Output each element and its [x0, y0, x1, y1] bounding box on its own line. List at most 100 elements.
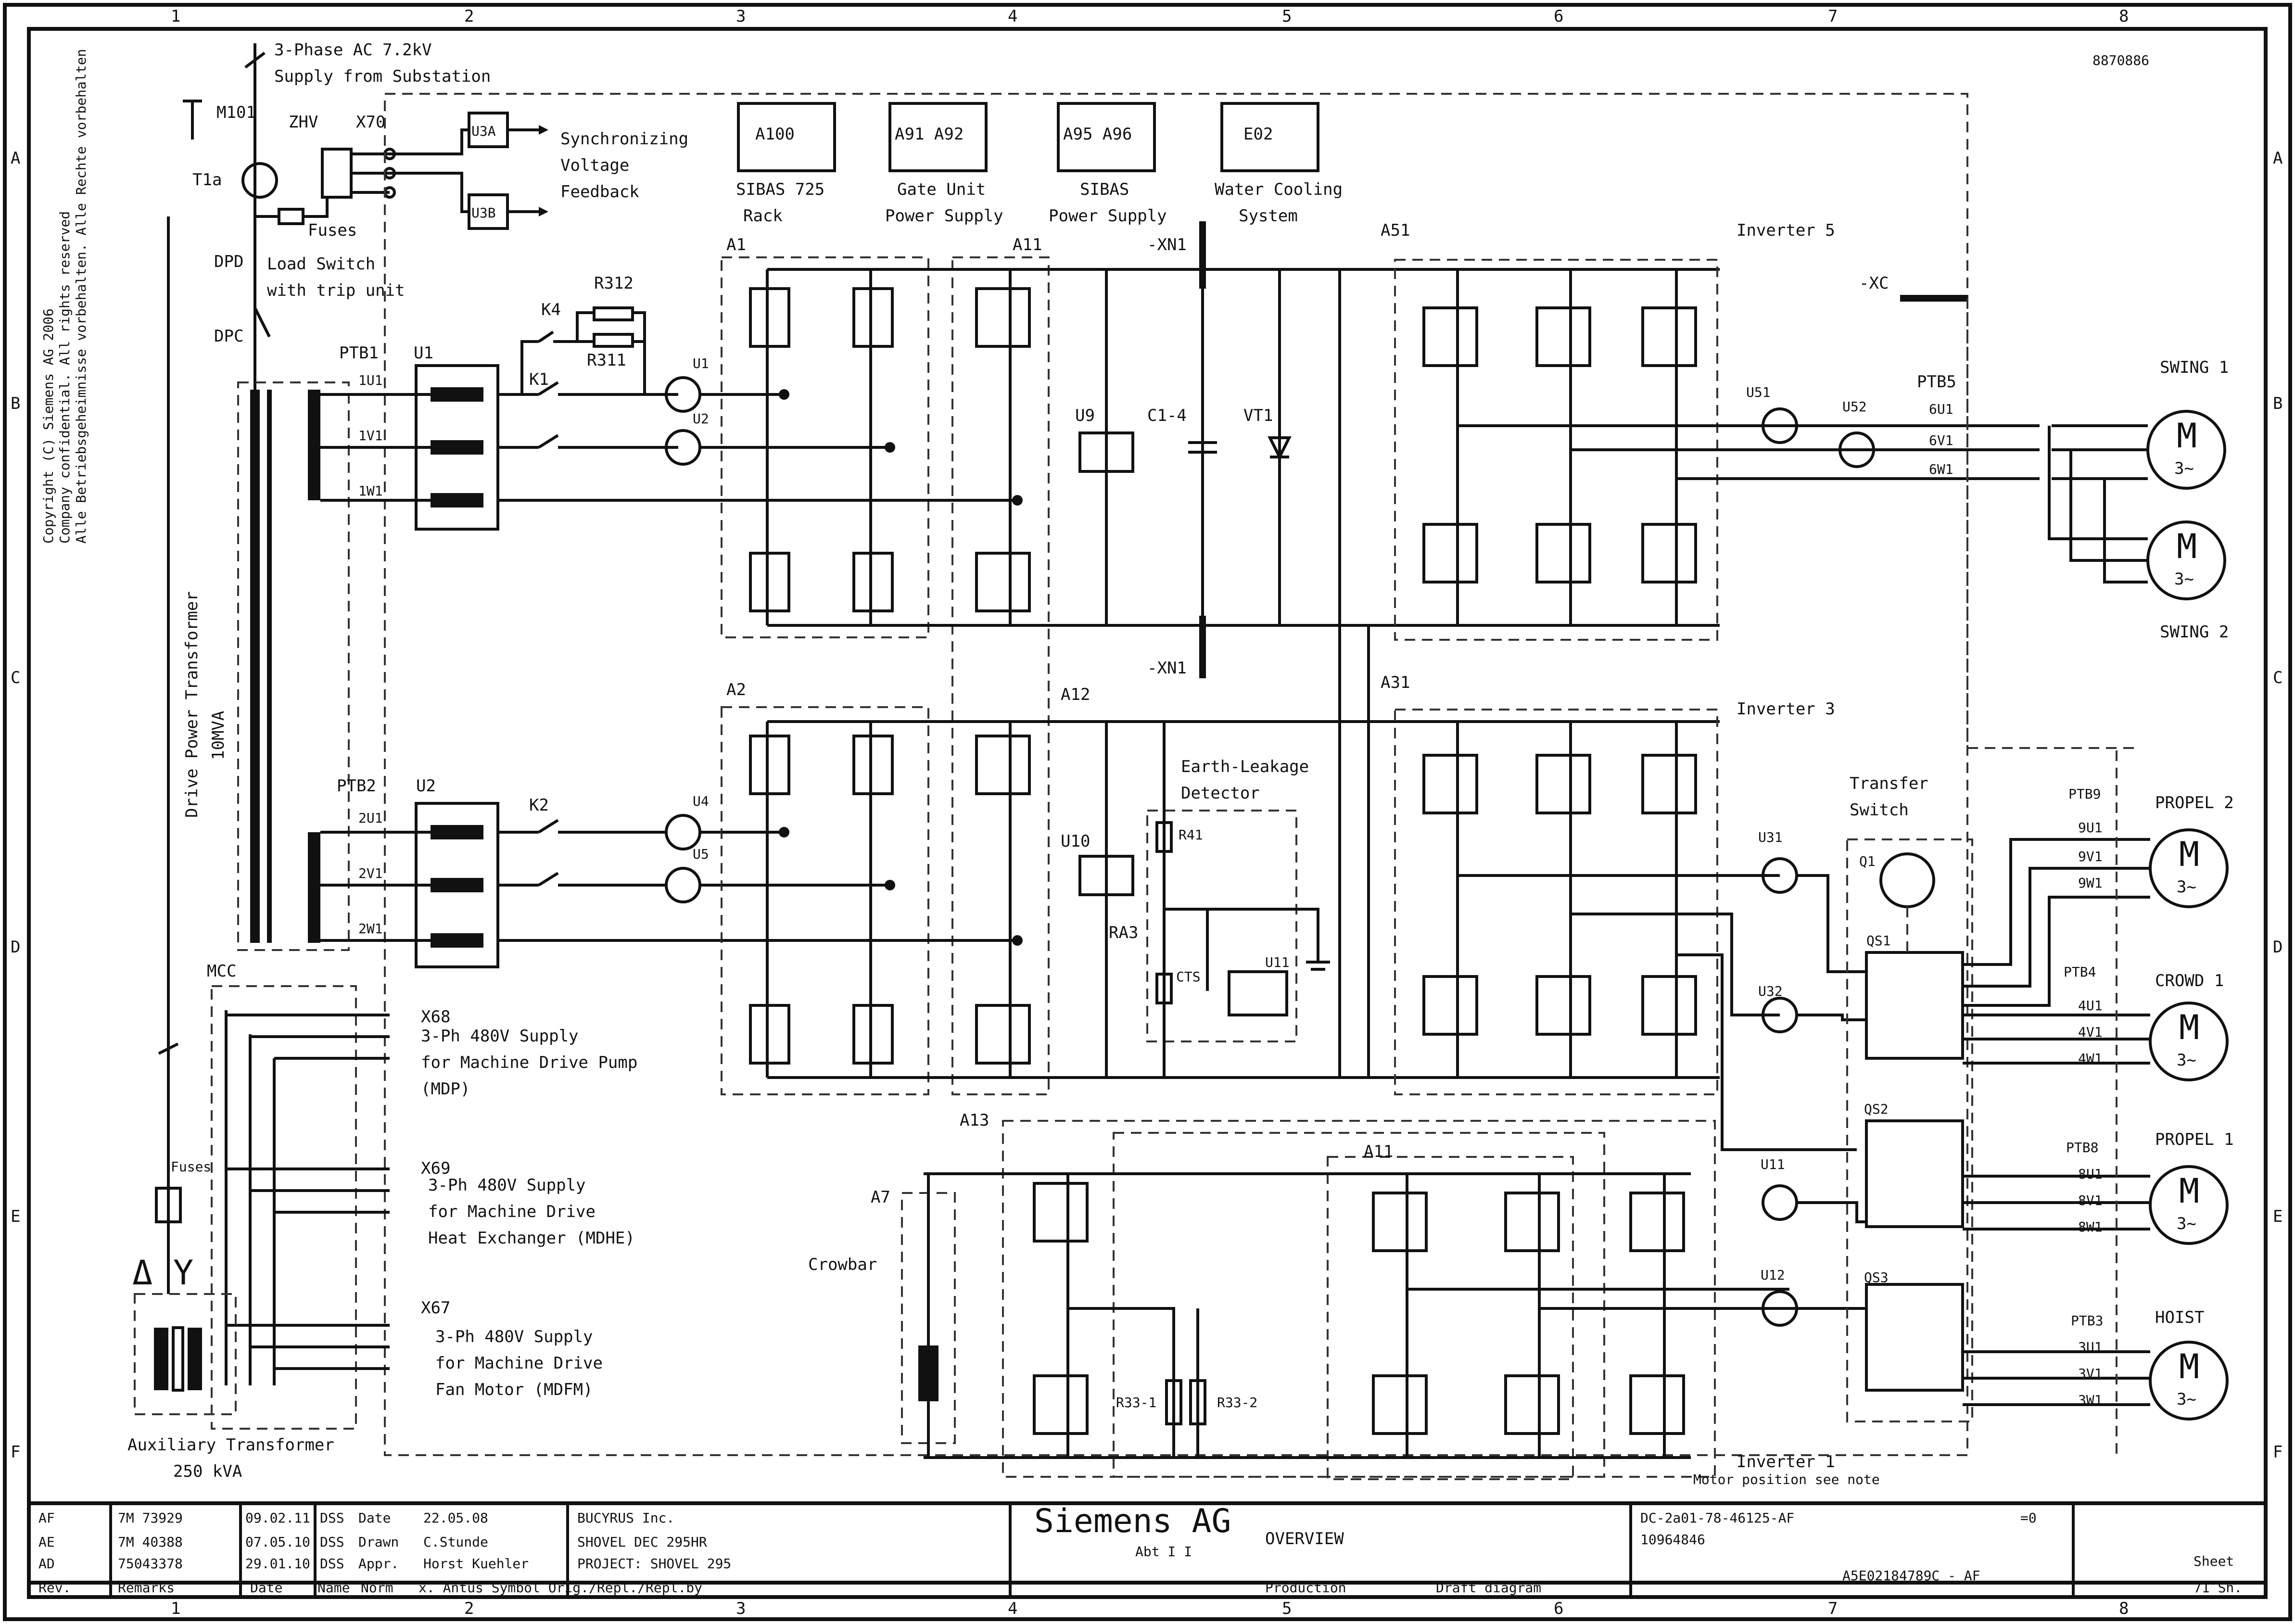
- row-d: D: [11, 938, 20, 957]
- a11-label: A11: [1013, 235, 1042, 254]
- u1-label: U1: [414, 343, 433, 363]
- ptb4-label: PTB4: [2064, 964, 2096, 980]
- hoist-label: HOIST: [2155, 1308, 2204, 1327]
- a12-label: A12: [1061, 685, 1090, 704]
- col-8: 8: [2119, 7, 2129, 26]
- transfer-title-1: Transfer: [1850, 774, 1928, 793]
- u32-label: U32: [1758, 983, 1783, 999]
- document-number: DC-2a01-78-46125-AF: [1640, 1510, 1794, 1526]
- column-numbers-bottom: 1 2 3 4 5 6 7 8: [171, 1599, 2129, 1618]
- term-4u1: 4U1: [2078, 998, 2103, 1014]
- origin-row: x. Antus Symbol Orig./Repl./Repl.by: [418, 1580, 702, 1596]
- load-switch-line-1: Load Switch: [267, 254, 375, 274]
- dpc-label: DPC: [214, 327, 243, 346]
- rev-af: AF: [38, 1510, 55, 1526]
- motor-hoist-3ph: 3~: [2177, 1390, 2196, 1409]
- term-9w1: 9W1: [2078, 875, 2103, 891]
- fuses-label: Fuses: [308, 221, 357, 240]
- r312-label: R312: [594, 274, 634, 293]
- inverter-5-label: Inverter 5: [1737, 221, 1835, 240]
- x70-label: X70: [356, 113, 385, 132]
- rev-ae-remark: 7M 40388: [118, 1534, 183, 1550]
- col-2-b: 2: [464, 1599, 474, 1618]
- col-head-remarks: Remarks: [118, 1580, 175, 1596]
- box-a95-id: A95 A96: [1063, 125, 1132, 144]
- row-a: A: [11, 149, 20, 168]
- top-auxiliary-boxes: A100 SIBAS 725 Rack A91 A92 Gate Unit Po…: [736, 102, 1343, 226]
- rev-af-date: 09.02.11: [245, 1510, 310, 1526]
- row-letters-right: A B C D E F: [2273, 149, 2282, 1462]
- part-number: A5E02184789C - AF: [1842, 1568, 1980, 1584]
- supply-source-sub: Supply from Substation: [274, 67, 491, 86]
- x69-desc-1: 3-Ph 480V Supply: [428, 1176, 586, 1195]
- ptb8-label: PTB8: [2066, 1140, 2098, 1155]
- motor-swing-1-m: M: [2177, 416, 2197, 456]
- a7-label: A7: [871, 1188, 890, 1207]
- copyright-line-3: Alle Betriebsgeheimnisse vorbehalten. Al…: [73, 49, 89, 544]
- box-a100-desc-1: SIBAS 725: [736, 180, 824, 199]
- box-e02-id: E02: [1243, 125, 1273, 144]
- motor-crowd-1-3ph: 3~: [2177, 1051, 2196, 1070]
- t1a-label: T1a: [192, 170, 222, 190]
- copyright-line-2: Company confidential. All rights reserve…: [57, 211, 73, 544]
- x67-desc-1: 3-Ph 480V Supply: [435, 1327, 593, 1346]
- xn1-top-label: -XN1: [1147, 235, 1187, 254]
- cts-label: CTS: [1176, 969, 1201, 985]
- customer-line-1: BUCYRUS Inc.: [577, 1510, 674, 1526]
- field-appr-value: Horst Kuehler: [423, 1556, 529, 1572]
- k1-label: K1: [529, 370, 549, 389]
- box-e02-desc-2: System: [1239, 206, 1298, 226]
- dc-link-buses: [767, 221, 1720, 1079]
- customer-line-2: SHOVEL DEC 295HR: [577, 1534, 707, 1550]
- u11-inv-label: U11: [1761, 1156, 1785, 1172]
- box-e02-desc-1: Water Cooling: [1215, 180, 1343, 199]
- x69-label: X69: [421, 1159, 450, 1178]
- u3b-label: U3B: [471, 205, 496, 221]
- mcc-label: MCC: [207, 962, 236, 981]
- copyright-line-1: Copyright (C) Siemens AG 2006: [40, 308, 56, 544]
- motor-swing-2-m: M: [2177, 527, 2197, 566]
- supply-fuse: [278, 208, 304, 225]
- department: Abt I I: [1135, 1544, 1192, 1560]
- transfer-switch: Transfer Switch Q1 QS1 QS2 QS3: [1846, 774, 1973, 1422]
- xn1-bottom-label: -XN1: [1147, 659, 1187, 678]
- term-9v1: 9V1: [2078, 849, 2103, 864]
- x67-desc-2: for Machine Drive: [435, 1354, 603, 1373]
- rectifier-a2: A2: [721, 680, 929, 1095]
- ct-u5: [665, 867, 701, 903]
- ptb3-label: PTB3: [2071, 1313, 2103, 1329]
- row-b: B: [11, 394, 20, 413]
- col-2: 2: [464, 7, 474, 26]
- aux-transformer-name: Auxiliary Transformer: [127, 1435, 334, 1455]
- load-switch-line-2: with trip unit: [267, 281, 405, 300]
- x69-desc-2: for Machine Drive: [428, 1202, 596, 1221]
- zhv-label: ZHV: [289, 113, 318, 132]
- dpd-label: DPD: [214, 252, 243, 271]
- production-label: Production: [1265, 1580, 1346, 1596]
- box-a100: [737, 102, 836, 172]
- term-8w1: 8W1: [2078, 1219, 2103, 1235]
- ct-u4: [665, 814, 701, 850]
- col-4-b: 4: [1008, 1599, 1017, 1618]
- term-1v1: 1V1: [358, 428, 383, 444]
- motor-crowd-1-m: M: [2179, 1008, 2199, 1047]
- inverter-5: A51 Inverter 5: [1381, 221, 1835, 641]
- motor-propel-1: [2149, 1165, 2229, 1245]
- motor-crowd-1: [2149, 1002, 2229, 1081]
- field-date-value: 22.05.08: [423, 1510, 488, 1526]
- r41-label: R41: [1179, 827, 1203, 843]
- sync-line-3: Feedback: [560, 182, 639, 202]
- ct-u4-label: U4: [693, 793, 709, 809]
- box-a100-desc-2: Rack: [743, 206, 783, 226]
- col-7: 7: [1828, 7, 1838, 26]
- c14-label: C1-4: [1147, 406, 1187, 425]
- ac-phase-connections: [722, 389, 1023, 946]
- document-title: OVERVIEW: [1265, 1529, 1344, 1548]
- x68-desc-2: for Machine Drive Pump: [421, 1053, 637, 1072]
- motor-hoist: [2149, 1341, 2229, 1421]
- box-a91-id: A91 A92: [895, 125, 964, 144]
- ct-u1-label: U1: [693, 355, 709, 371]
- col-7-b: 7: [1828, 1599, 1838, 1618]
- col-6-b: 6: [1554, 1599, 1563, 1618]
- col-5: 5: [1282, 7, 1292, 26]
